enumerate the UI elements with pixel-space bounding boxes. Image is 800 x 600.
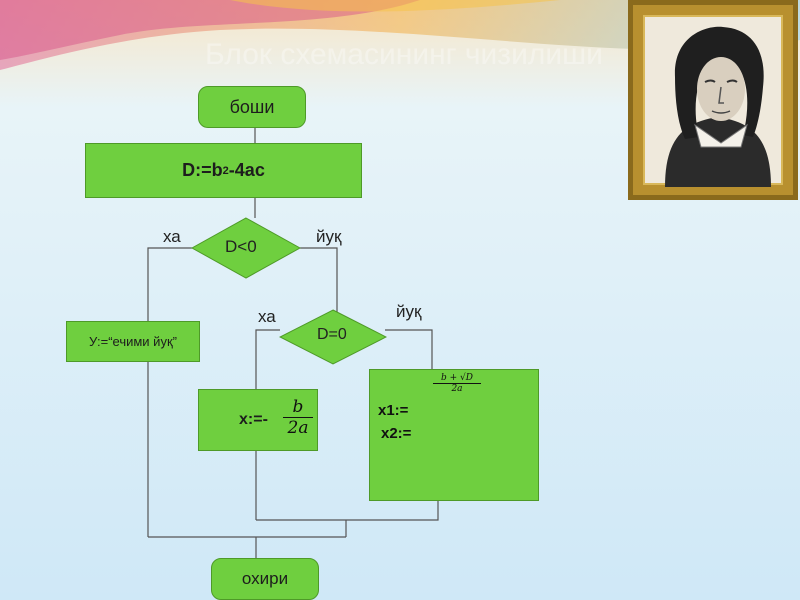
two-roots-fraction-bar [433, 383, 481, 384]
two-roots-denominator: 2a [451, 384, 463, 394]
no-solution-label: У:=“ечими йуқ” [89, 334, 177, 349]
decision2-yes-label: ха [258, 307, 276, 326]
connector-decision2-yes [255, 329, 280, 390]
single-root-label: x:=- [239, 411, 268, 428]
connector-two-down [256, 500, 439, 521]
decision1-label: D<0 [225, 237, 257, 256]
compute-exponent: 2 [222, 164, 229, 177]
single-root-fraction-bar [283, 417, 313, 418]
compute-suffix: -4ac [228, 160, 265, 180]
single-root-denominator: 2a [287, 418, 309, 438]
single-root-node: x:=- [198, 389, 318, 451]
portrait-frame [628, 0, 798, 200]
portrait-icon [643, 15, 783, 187]
compute-prefix: D:=b [182, 160, 223, 180]
decision1-no-label: йуқ [316, 227, 342, 246]
slide-title: Блок схемасининг чизилиши [205, 38, 603, 71]
single-root-numerator: b [292, 397, 304, 417]
two-roots-fraction: b + √D 2a [433, 373, 481, 394]
connector-decision1-yes [147, 247, 192, 322]
two-roots-x1-label: x1:= [378, 402, 409, 419]
two-roots-x2-label: x2:= [381, 425, 412, 442]
portrait-drawing [665, 26, 771, 187]
decision1-yes-label: ха [163, 227, 181, 246]
start-label: боши [229, 96, 275, 117]
decision2-label: D=0 [317, 326, 347, 343]
connector-decision1-no [300, 247, 338, 312]
two-roots-numerator: b + √D [441, 373, 473, 383]
decision2-diamond [279, 309, 387, 365]
end-node: охири [211, 558, 319, 600]
decision1-diamond [191, 217, 301, 279]
connector-decision2-no [385, 329, 433, 370]
start-node: боши [198, 86, 306, 128]
no-solution-node: У:=“ечими йуқ” [66, 321, 200, 362]
two-roots-node [369, 369, 539, 501]
end-label: охири [241, 569, 289, 588]
single-root-fraction: b 2a [283, 397, 313, 438]
decision2-no-label: йуқ [396, 302, 422, 321]
